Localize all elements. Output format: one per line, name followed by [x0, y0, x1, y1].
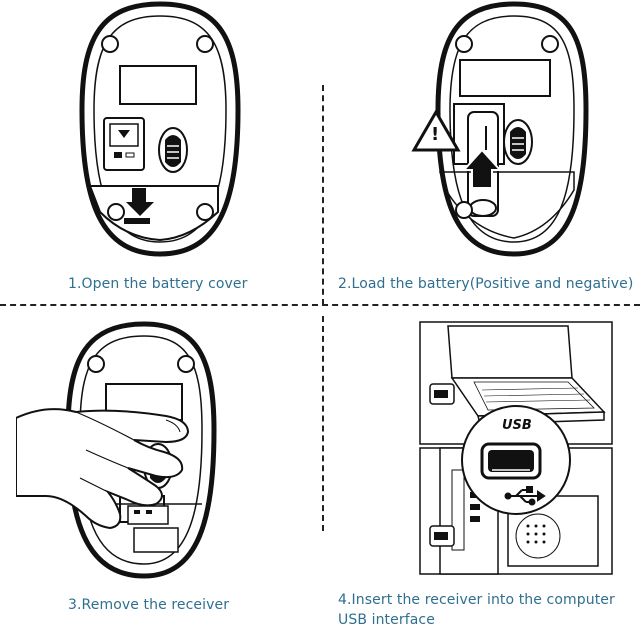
step-4-caption: 4.Insert the receiver into the computer … — [338, 590, 615, 630]
computer-usb-receiver — [419, 321, 613, 575]
mouse-bottom-battery — [411, 1, 589, 257]
usb-label: USB — [502, 418, 532, 433]
step-3-caption: 3.Remove the receiver — [68, 597, 230, 613]
step-4-caption-line-1: 4.Insert the receiver into the computer — [338, 592, 615, 608]
step-4-illustration: USB — [418, 320, 614, 576]
step-4-caption-line-2: USB interface — [338, 612, 435, 628]
step-3-illustration — [16, 320, 226, 585]
warning-icon: ! — [431, 124, 440, 145]
step-1-caption: 1.Open the battery cover — [68, 276, 248, 292]
step-2-illustration: ! — [410, 0, 600, 258]
step-1-illustration — [70, 0, 250, 258]
mouse-bottom-open-cover — [79, 1, 241, 257]
step-2-caption: 2.Load the battery(Positive and negative… — [338, 276, 634, 292]
vertical-divider-top — [322, 85, 324, 305]
vertical-divider-bottom — [322, 316, 324, 531]
horizontal-divider — [0, 304, 640, 306]
hand-removing-receiver — [16, 321, 217, 579]
